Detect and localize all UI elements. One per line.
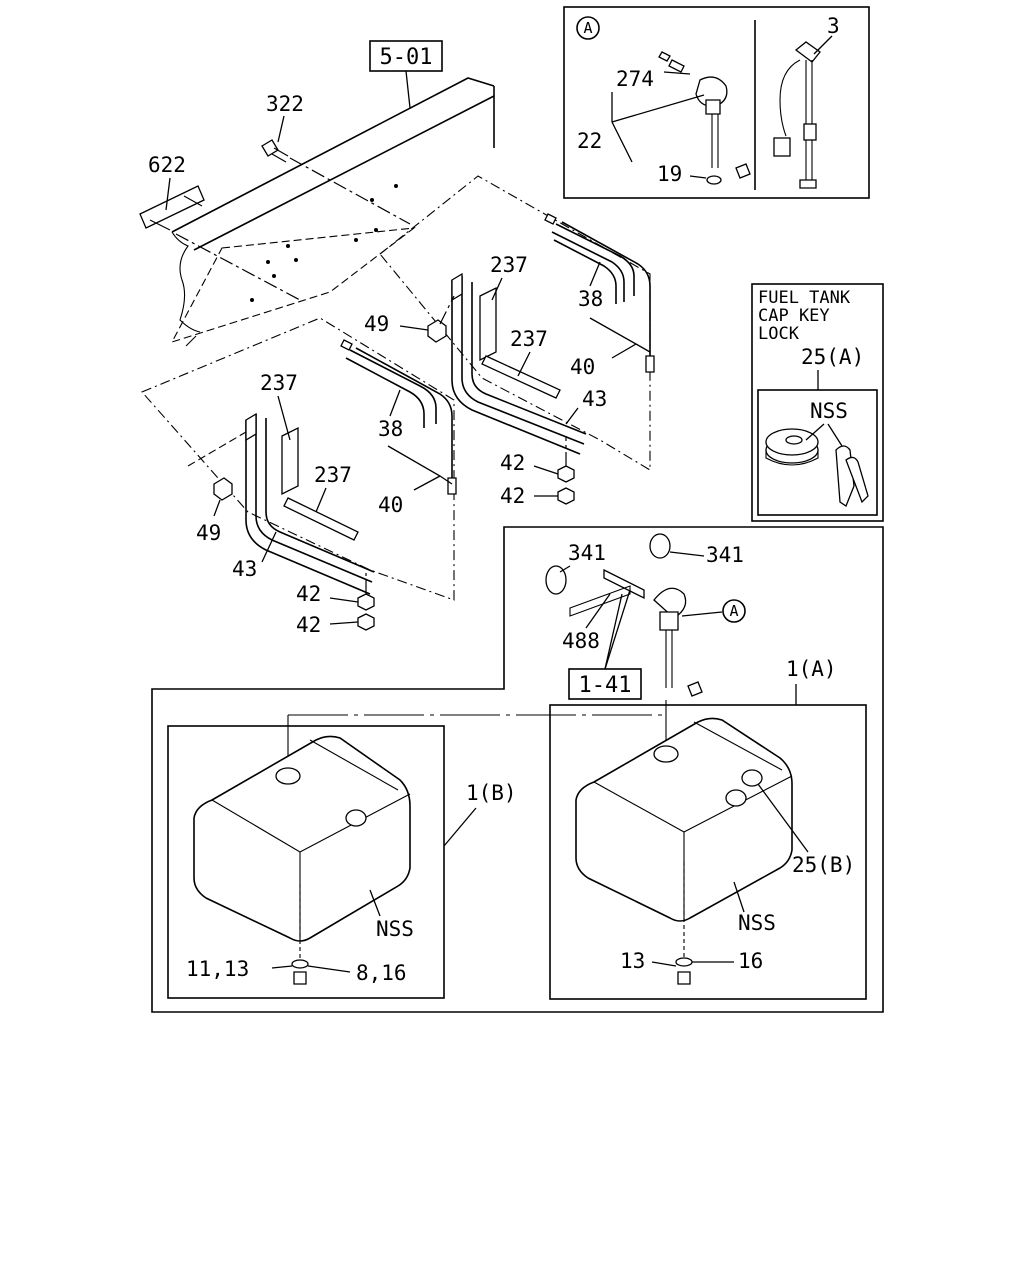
nss-right: NSS bbox=[738, 911, 776, 935]
tank-1a-frame bbox=[549, 704, 867, 1000]
tank-section-border bbox=[151, 526, 884, 1013]
cap-panel-title-line1: FUEL TANK bbox=[758, 288, 851, 308]
callout-237-left2: 237 bbox=[314, 463, 352, 487]
callout-42-r1: 42 bbox=[500, 451, 525, 475]
detail-a-marker: A bbox=[583, 19, 592, 37]
fuel-gauge-unit bbox=[773, 41, 821, 189]
callout-341-right: 341 bbox=[706, 543, 744, 567]
callout-16: 16 bbox=[738, 949, 763, 973]
callout-11-13: 11,13 bbox=[186, 957, 249, 981]
sender-bracket-assembly bbox=[545, 533, 703, 697]
frame-ref-label: 5-01 bbox=[380, 45, 433, 70]
nss-left: NSS bbox=[376, 917, 414, 941]
callout-38-right: 38 bbox=[578, 287, 603, 311]
cap-keys bbox=[835, 445, 869, 507]
callout-3: 3 bbox=[827, 14, 840, 38]
fuel-tank-1a bbox=[575, 717, 793, 985]
cap-panel-title-line3: LOCK bbox=[758, 324, 800, 344]
assembly-a-marker: A bbox=[729, 602, 738, 620]
cap-key-lock-panel: FUEL TANK CAP KEY LOCK 25(A) NSS bbox=[751, 283, 884, 522]
callout-13: 13 bbox=[620, 949, 645, 973]
locking-fuel-cap bbox=[765, 428, 819, 466]
bolt-322 bbox=[261, 139, 289, 163]
cap-panel-title-line2: CAP KEY bbox=[758, 306, 830, 326]
callout-622: 622 bbox=[148, 153, 186, 177]
frame-holes bbox=[250, 184, 398, 302]
callout-237-mid: 237 bbox=[510, 327, 548, 351]
callout-40-left: 40 bbox=[378, 493, 403, 517]
callout-49-bottom: 49 bbox=[196, 521, 221, 545]
plate-622 bbox=[139, 185, 205, 231]
fuel-sender-unit bbox=[658, 51, 751, 185]
nut-42-r2 bbox=[557, 487, 575, 505]
callout-341-left: 341 bbox=[568, 541, 606, 565]
callout-1b: 1(B) bbox=[466, 781, 517, 805]
fuel-tank-1b bbox=[193, 735, 411, 985]
callout-322: 322 bbox=[266, 92, 304, 116]
nut-42-r1 bbox=[557, 465, 575, 483]
callout-237-left: 237 bbox=[260, 371, 298, 395]
rubber-pad-237-left bbox=[281, 426, 299, 496]
nut-49-top bbox=[427, 319, 447, 343]
callout-8-16: 8,16 bbox=[356, 961, 407, 985]
nut-49-bottom bbox=[213, 477, 233, 501]
callout-237-top: 237 bbox=[490, 253, 528, 277]
callout-43-right: 43 bbox=[582, 387, 607, 411]
rubber-pad-237 bbox=[479, 286, 497, 362]
clip-341-right bbox=[649, 533, 671, 559]
callout-42-r2: 42 bbox=[500, 484, 525, 508]
callout-40-right: 40 bbox=[570, 355, 595, 379]
callout-274: 274 bbox=[616, 67, 654, 91]
callout-1a: 1(A) bbox=[786, 657, 837, 681]
callout-42-l2: 42 bbox=[296, 613, 321, 637]
tank-1b-frame bbox=[167, 725, 445, 999]
callout-25b: 25(B) bbox=[792, 853, 855, 877]
chassis-frame-rail bbox=[170, 77, 495, 347]
callout-19: 19 bbox=[657, 162, 682, 186]
callout-488: 488 bbox=[562, 629, 600, 653]
nut-42-l2 bbox=[357, 613, 375, 631]
nut-42-l1 bbox=[357, 593, 375, 611]
clip-341-left bbox=[545, 565, 567, 595]
right-bracket-assembly bbox=[379, 175, 655, 471]
callout-38-left: 38 bbox=[378, 417, 403, 441]
callout-49-top: 49 bbox=[364, 312, 389, 336]
bracket-ref-label: 1-41 bbox=[579, 673, 632, 698]
callout-25a: 25(A) bbox=[801, 345, 864, 369]
detail-a-panel: A 274 22 19 3 bbox=[563, 6, 870, 199]
left-bracket-assembly bbox=[141, 317, 457, 601]
cap-panel-nss: NSS bbox=[810, 399, 848, 423]
callout-43-left: 43 bbox=[232, 557, 257, 581]
callout-42-l1: 42 bbox=[296, 582, 321, 606]
callout-22: 22 bbox=[577, 129, 602, 153]
